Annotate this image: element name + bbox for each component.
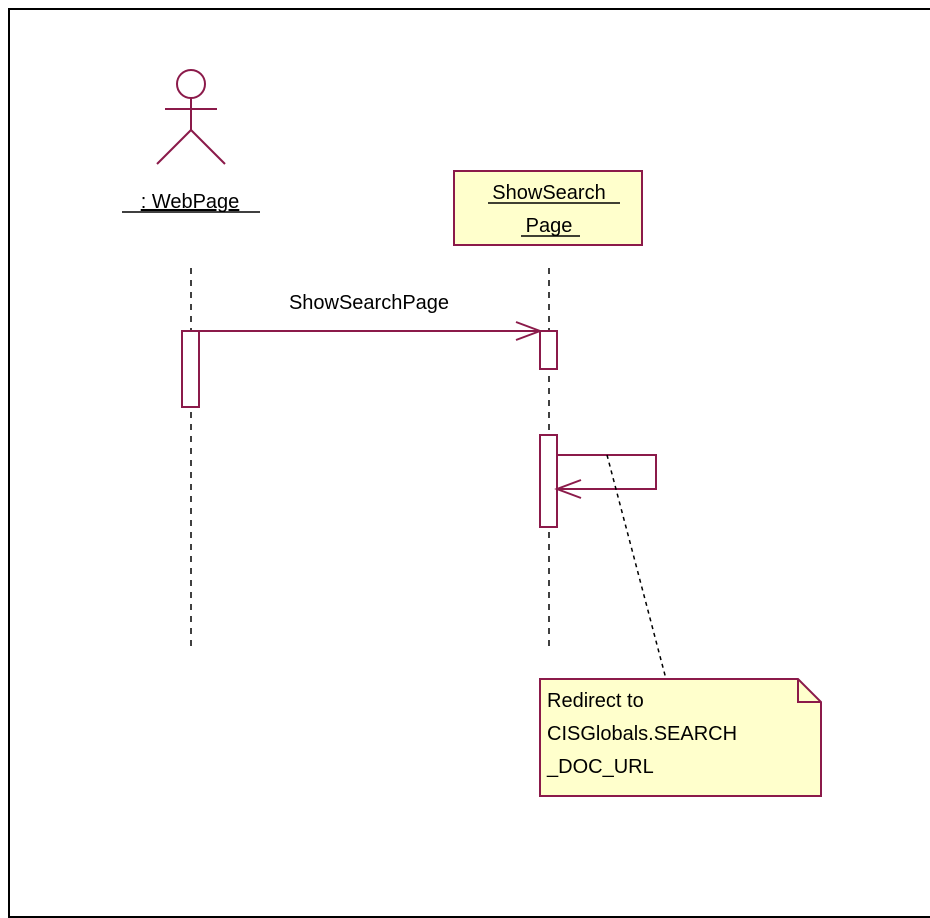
actor-leg-right xyxy=(190,129,226,165)
object-label-line2: Page xyxy=(526,215,573,237)
object-activation-bar-1 xyxy=(539,330,558,370)
message-label: ShowSearchPage xyxy=(289,292,449,314)
actor-label: : WebPage xyxy=(141,191,240,213)
note-body xyxy=(539,678,822,797)
object-showsearchpage[interactable]: ShowSearch Page xyxy=(453,170,643,246)
note-redirect[interactable]: Redirect to CISGlobals.SEARCH _DOC_URL xyxy=(539,678,822,797)
actor-head xyxy=(176,69,206,99)
object-box xyxy=(453,170,643,246)
message-showsearchpage[interactable]: ShowSearchPage xyxy=(199,292,543,341)
object-label-line1: ShowSearch xyxy=(492,182,605,204)
actor-webpage[interactable]: : WebPage xyxy=(122,69,260,213)
note-fold xyxy=(797,679,821,703)
self-message-line xyxy=(557,454,657,490)
object-activation-bar-2 xyxy=(539,434,558,528)
actor-activation-bar xyxy=(181,330,200,408)
note-line2: CISGlobals.SEARCH xyxy=(547,723,737,745)
note-connector xyxy=(606,454,667,680)
self-message-arrowhead xyxy=(554,479,582,499)
actor-leg-left xyxy=(156,129,192,165)
note-line3: _DOC_URL xyxy=(546,756,654,778)
self-message[interactable] xyxy=(554,454,657,499)
note-line1: Redirect to xyxy=(547,690,644,712)
message-arrowhead xyxy=(515,321,543,341)
